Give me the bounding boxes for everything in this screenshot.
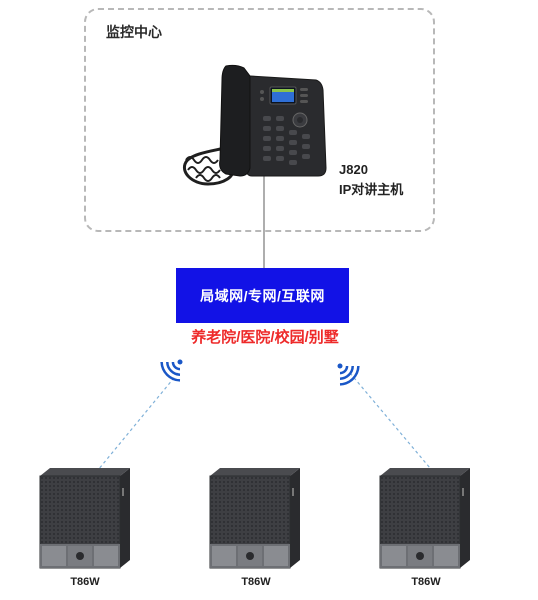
device-label-1: T86W [70, 576, 100, 588]
intercom-device-1-icon [39, 467, 131, 569]
wireless-link-left [97, 372, 179, 471]
wifi-left-icon [160, 359, 183, 382]
monitoring-center-frame [84, 8, 435, 232]
network-label: 局域网/专网/互联网 [200, 287, 325, 304]
phone-description-label: IP对讲主机 [339, 182, 404, 197]
scenarios-label: 养老院/医院/校园/别墅 [191, 329, 339, 346]
device-label-3: T86W [411, 576, 441, 588]
wireless-link-right [349, 372, 431, 469]
phone-model-label: J820 [339, 162, 368, 177]
network-box: 局域网/专网/互联网 [176, 268, 349, 323]
ip-phone-icon [183, 64, 327, 186]
intercom-device-2-icon [209, 467, 301, 569]
device-label-2: T86W [241, 576, 271, 588]
wifi-right-icon [337, 363, 360, 386]
intercom-device-3-icon [379, 467, 471, 569]
monitoring-center-title: 监控中心 [106, 24, 162, 40]
